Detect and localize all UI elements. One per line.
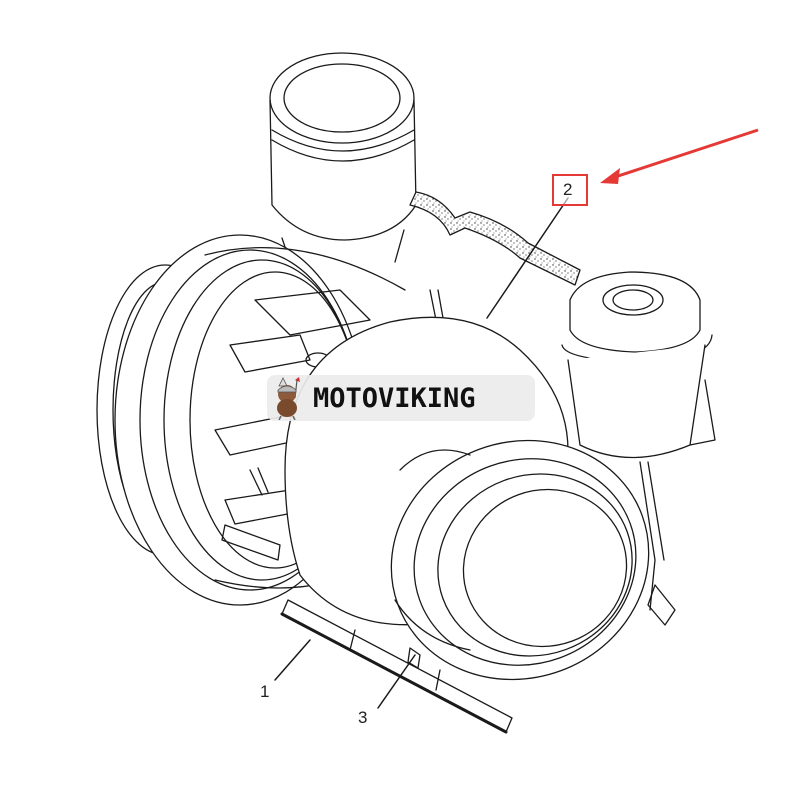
highlight-arrow-icon — [600, 128, 759, 184]
callout-2-label: 2 — [563, 180, 573, 199]
leader-line-2 — [486, 197, 569, 319]
mounting-gasket — [280, 599, 513, 734]
viking-mascot-icon — [277, 377, 300, 420]
turbine-outlet-flange — [390, 439, 650, 681]
callout-2-highlight-box — [552, 174, 588, 206]
wastegate-hose — [409, 191, 581, 286]
watermark-text: MOTOVIKING — [313, 382, 476, 414]
leader-line-3 — [377, 654, 416, 709]
watermark-banner: MOTOVIKING — [267, 375, 535, 421]
callout-1-label: 1 — [260, 682, 270, 701]
leader-line-1 — [274, 639, 311, 681]
wastegate-actuator — [561, 271, 716, 626]
top-inlet-pipe — [269, 52, 417, 263]
compressor-housing — [96, 234, 406, 606]
callout-3-label: 3 — [358, 708, 368, 727]
